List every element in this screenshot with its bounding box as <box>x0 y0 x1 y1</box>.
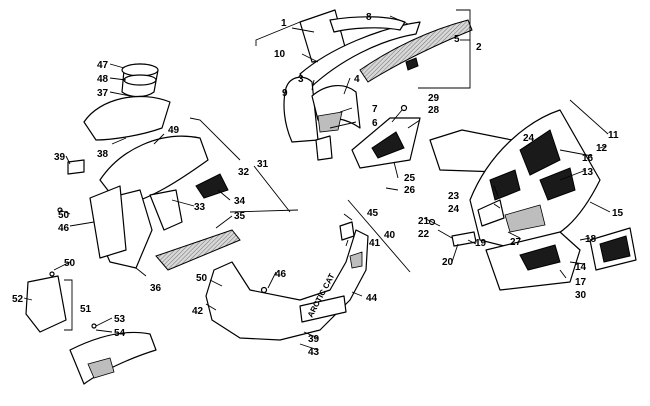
callout-46a: 46 <box>58 223 70 234</box>
left-upper-group <box>57 63 241 271</box>
callout-7: 7 <box>372 104 378 115</box>
callout-24a: 24 <box>523 133 535 144</box>
callout-34: 34 <box>234 196 246 207</box>
callout-33: 33 <box>194 202 206 213</box>
callout-13: 13 <box>582 167 594 178</box>
callout-47: 47 <box>97 60 109 71</box>
callout-27: 27 <box>510 237 522 248</box>
callout-41: 41 <box>369 238 381 249</box>
lower-left-group <box>25 271 157 385</box>
callout-20: 20 <box>442 257 454 268</box>
callout-38: 38 <box>97 149 109 160</box>
callout-25: 25 <box>404 173 416 184</box>
callout-21: 21 <box>418 216 430 227</box>
callout-30: 30 <box>575 290 587 301</box>
callout-3: 3 <box>298 74 304 85</box>
callout-50a: 50 <box>58 210 70 221</box>
callout-44: 44 <box>366 293 378 304</box>
callout-54: 54 <box>114 328 126 339</box>
callout-48: 48 <box>97 74 109 85</box>
callout-49: 49 <box>168 125 180 136</box>
callout-26: 26 <box>404 185 416 196</box>
callout-43: 43 <box>308 347 320 358</box>
callout-16: 16 <box>582 153 594 164</box>
callout-53: 53 <box>114 314 126 325</box>
callout-50c: 50 <box>196 273 208 284</box>
callout-18: 18 <box>585 234 597 245</box>
callout-11: 11 <box>608 130 619 141</box>
callout-50b: 50 <box>64 258 76 269</box>
callout-46b: 46 <box>275 269 287 280</box>
callout-39a: 39 <box>54 152 66 163</box>
side-panel-group <box>351 104 637 291</box>
callout-24b: 24 <box>448 204 460 215</box>
callout-8: 8 <box>366 12 372 23</box>
callout-10: 10 <box>274 49 286 60</box>
callout-35: 35 <box>234 211 246 222</box>
callouts: 1 2 3 4 5 6 7 8 9 10 11 12 13 14 15 16 1… <box>12 12 624 358</box>
callout-37: 37 <box>97 88 109 99</box>
callout-39b: 39 <box>308 334 320 345</box>
callout-1: 1 <box>281 18 287 29</box>
callout-29: 29 <box>428 93 440 104</box>
callout-51: 51 <box>80 304 92 315</box>
callout-28: 28 <box>428 105 440 116</box>
callout-52: 52 <box>12 294 24 305</box>
callout-36: 36 <box>150 283 162 294</box>
callout-12: 12 <box>596 143 608 154</box>
callout-40: 40 <box>384 230 396 241</box>
callout-6: 6 <box>372 118 378 129</box>
leader-lines <box>23 9 611 351</box>
callout-22: 22 <box>418 229 430 240</box>
callout-32: 32 <box>238 167 250 178</box>
callout-19: 19 <box>475 238 487 249</box>
callout-17: 17 <box>575 277 587 288</box>
callout-4: 4 <box>354 74 360 85</box>
callout-23: 23 <box>448 191 460 202</box>
callout-9: 9 <box>282 88 288 99</box>
callout-45: 45 <box>367 208 379 219</box>
callout-5: 5 <box>454 34 460 45</box>
callout-14: 14 <box>575 262 587 273</box>
windshield-group <box>283 9 473 161</box>
callout-42: 42 <box>192 306 204 317</box>
callout-2: 2 <box>476 42 482 53</box>
callout-31: 31 <box>257 159 269 170</box>
callout-15: 15 <box>612 208 624 219</box>
